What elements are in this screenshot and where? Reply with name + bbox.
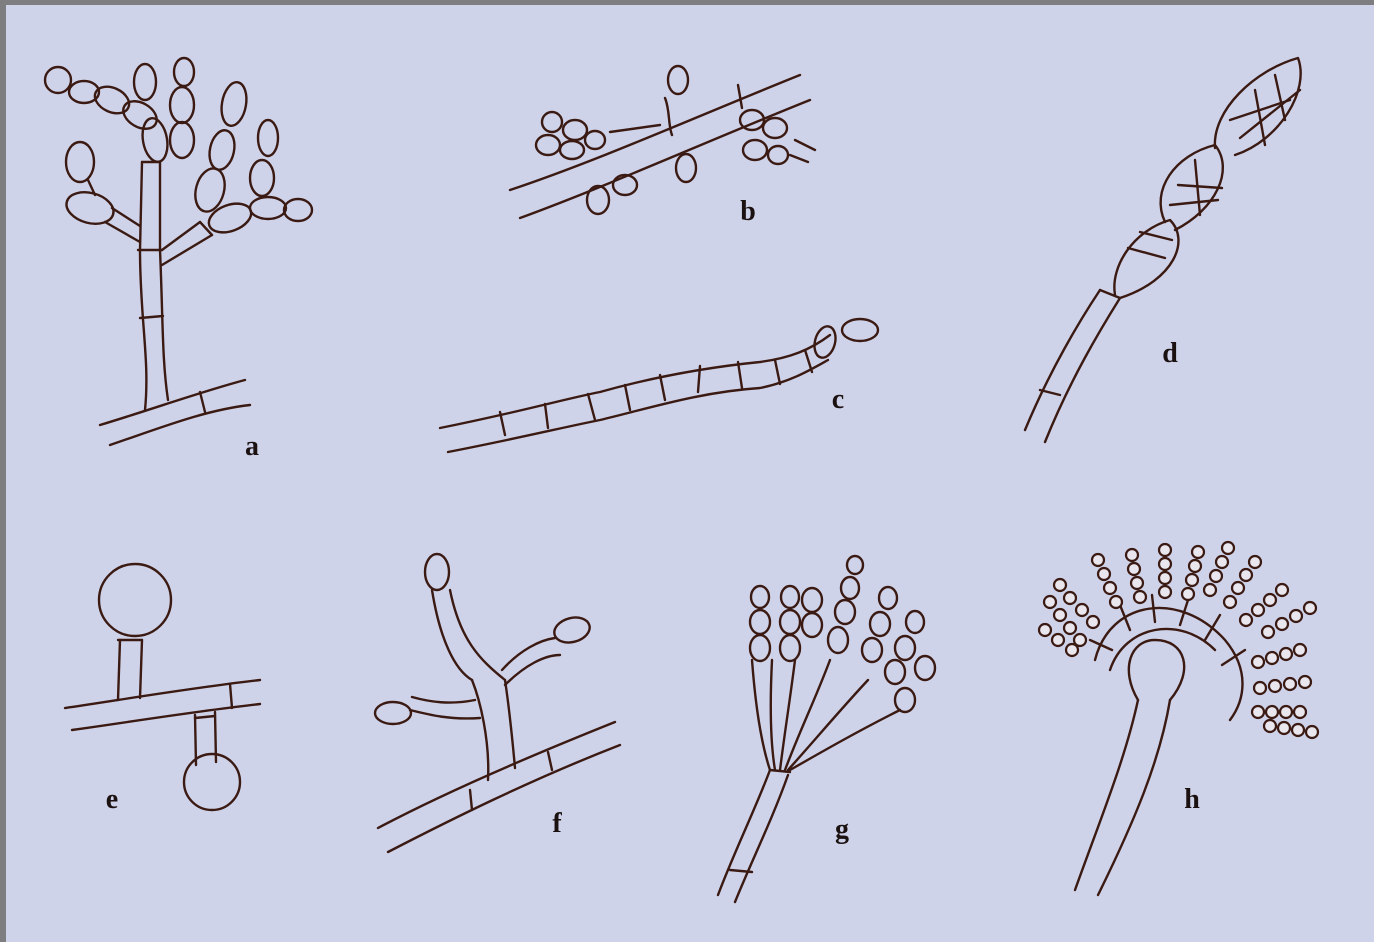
panel-e-drawing bbox=[65, 564, 260, 810]
panel-c-drawing bbox=[440, 319, 878, 452]
panel-h-spores bbox=[1039, 542, 1318, 738]
panel-d-label: d bbox=[1162, 338, 1178, 369]
panel-f-label: f bbox=[552, 808, 562, 839]
panel-d-drawing bbox=[1025, 58, 1301, 442]
panel-g-drawing bbox=[718, 556, 935, 902]
panel-g-label: g bbox=[835, 814, 849, 845]
panel-a-label: a bbox=[245, 431, 259, 462]
panel-a-drawing bbox=[45, 58, 312, 445]
panel-b-label: b bbox=[740, 196, 756, 227]
panel-h-label: h bbox=[1184, 784, 1200, 815]
panel-c-label: c bbox=[832, 384, 844, 415]
panel-h-drawing bbox=[1039, 542, 1318, 895]
panel-e-label: e bbox=[106, 784, 118, 815]
panel-b-drawing bbox=[510, 66, 815, 218]
panel-f-drawing bbox=[375, 554, 620, 852]
